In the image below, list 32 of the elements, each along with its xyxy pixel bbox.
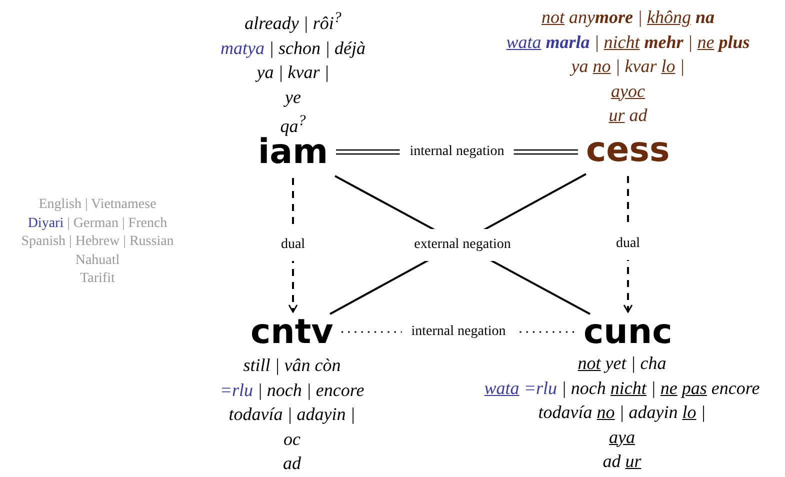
node-term: cess: [586, 132, 670, 168]
word-list: already | rôi$^{?}$: [244, 6, 342, 36]
language-list: Diyari | German | French: [28, 214, 168, 233]
edge-label: internal negation: [401, 324, 516, 340]
word-list: ya no | kvar lo |: [571, 54, 685, 78]
word-list: ayoc: [611, 78, 645, 103]
edge-label: dual: [614, 228, 642, 260]
word-list: matya | schon | déjà: [220, 36, 366, 60]
word-list: wata marla | nicht mehr | ne plus: [506, 30, 750, 54]
word-list: still | vân còn: [243, 353, 341, 378]
word-list: aya: [609, 424, 635, 449]
word-list: ya | kvar |: [256, 60, 330, 84]
node-term: cntv: [250, 314, 334, 350]
edge-label: internal negation: [400, 144, 514, 160]
word-list: qa$^{?}$: [280, 109, 306, 138]
word-list: not yet | cha: [578, 351, 666, 376]
word-list: todavía no | adayin lo |: [538, 400, 706, 424]
node-term: cunc: [584, 314, 672, 350]
edge-label: dual: [278, 229, 308, 261]
word-list: ad: [283, 451, 301, 476]
word-list: ur ad: [608, 103, 648, 128]
word-list: ad ur: [602, 449, 642, 474]
language-list: Tarifit: [80, 270, 115, 288]
word-list: not anymore | không na: [542, 5, 714, 30]
word-list: todavía | adayin |: [228, 402, 356, 426]
word-list: wata =rlu | noch nicht | ne pas encore: [484, 376, 760, 400]
word-list: ye: [285, 84, 301, 109]
language-list: Spanish | Hebrew | Russian: [21, 233, 174, 252]
word-list: oc: [284, 426, 300, 451]
language-list: English | Vietnamese: [38, 196, 156, 214]
language-list: Nahuatl: [75, 252, 120, 270]
word-list: =rlu | noch | encore: [220, 378, 364, 402]
